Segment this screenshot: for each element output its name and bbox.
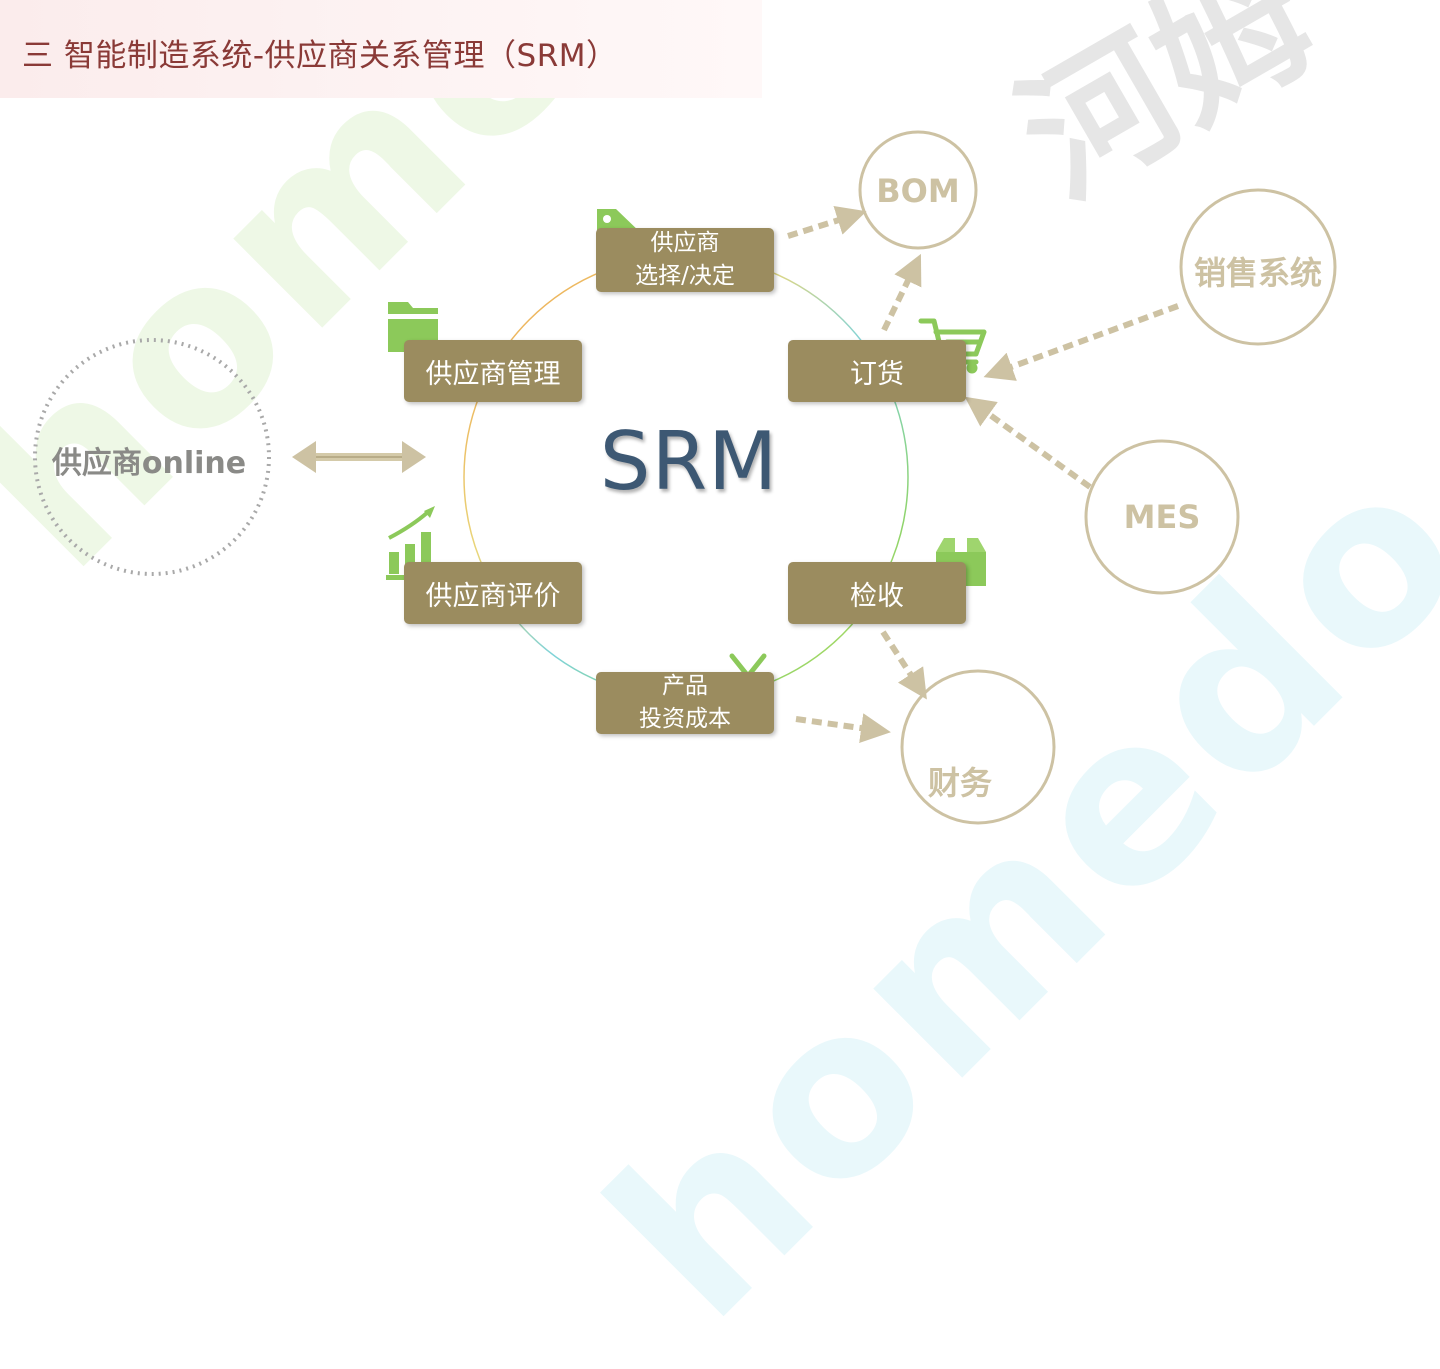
arrow-mes-to-order xyxy=(964,396,1092,490)
srm-diagram xyxy=(33,130,1337,825)
finance-circle xyxy=(900,669,1056,825)
product-cost-box: 产品 投资成本 xyxy=(596,672,774,734)
bidirectional-arrow xyxy=(292,441,426,473)
supplier-management-label: 供应商管理 xyxy=(425,358,561,390)
arrow-order-to-bom xyxy=(881,253,922,332)
folder-icon xyxy=(388,302,438,352)
srm-center-label: SRM xyxy=(599,415,779,508)
supplier-selection-box: 供应商 选择/决定 xyxy=(596,228,774,292)
bom-circle xyxy=(858,130,978,250)
product-cost-line2: 投资成本 xyxy=(639,706,731,732)
sales-system-label: 销售系统 xyxy=(1193,254,1322,292)
bom-label: BOM xyxy=(876,172,960,210)
title-bar: 三 智能制造系统-供应商关系管理（SRM） xyxy=(0,0,762,98)
product-cost-line1: 产品 xyxy=(662,673,708,699)
ordering-label: 订货 xyxy=(850,358,904,390)
mes-circle xyxy=(1084,439,1240,595)
inspection-label: 检收 xyxy=(850,580,904,612)
sales-circle xyxy=(1179,188,1337,346)
supplier-selection-line2: 选择/决定 xyxy=(635,263,735,289)
ordering-box: 订货 xyxy=(788,340,966,402)
arrow-inspection-to-finance xyxy=(880,630,927,700)
supplier-evaluation-box: 供应商评价 xyxy=(404,562,582,624)
arrow-selection-to-bom xyxy=(787,205,867,239)
mes-label: MES xyxy=(1123,498,1201,536)
arrow-sales-to-order xyxy=(983,303,1180,381)
page-title: 三 智能制造系统-供应商关系管理（SRM） xyxy=(22,38,618,74)
supplier-online-label: 供应商online xyxy=(51,446,247,481)
inspection-box: 检收 xyxy=(788,562,966,624)
finance-label: 财务 xyxy=(927,764,992,802)
supplier-selection-line1: 供应商 xyxy=(650,230,720,256)
supplier-evaluation-label: 供应商评价 xyxy=(425,580,561,612)
supplier-management-box: 供应商管理 xyxy=(404,340,582,402)
arrow-cost-to-finance xyxy=(795,713,891,743)
supplier-online-circle xyxy=(33,338,271,576)
